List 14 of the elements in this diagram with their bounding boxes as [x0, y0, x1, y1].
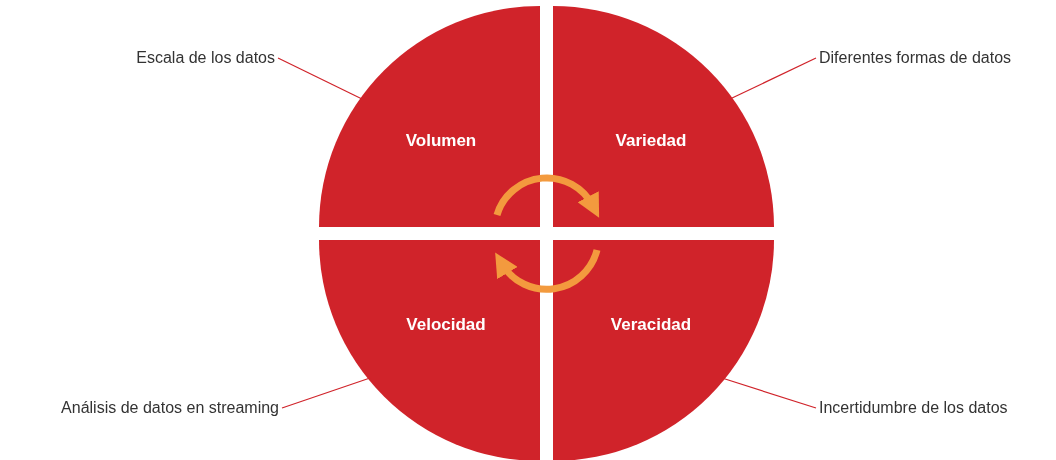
curved-arrow	[493, 174, 600, 218]
quadrant-title: Variedad	[615, 131, 687, 151]
leader-line	[729, 57, 817, 100]
description-text: Análisis de datos en streaming	[61, 398, 279, 418]
description-text: Escala de los datos	[136, 48, 275, 68]
quadrant-title: Velocidad	[406, 315, 486, 335]
curved-arrow	[494, 248, 601, 293]
quadrant-title: Veracidad	[610, 315, 692, 335]
quadrant-title: Volumen	[405, 131, 477, 151]
leader-line	[721, 377, 817, 409]
leader-line	[281, 377, 371, 409]
description-text: Diferentes formas de datos	[819, 48, 1012, 68]
leader-line	[277, 57, 363, 100]
description-text: Incertidumbre de los datos	[819, 398, 1008, 418]
